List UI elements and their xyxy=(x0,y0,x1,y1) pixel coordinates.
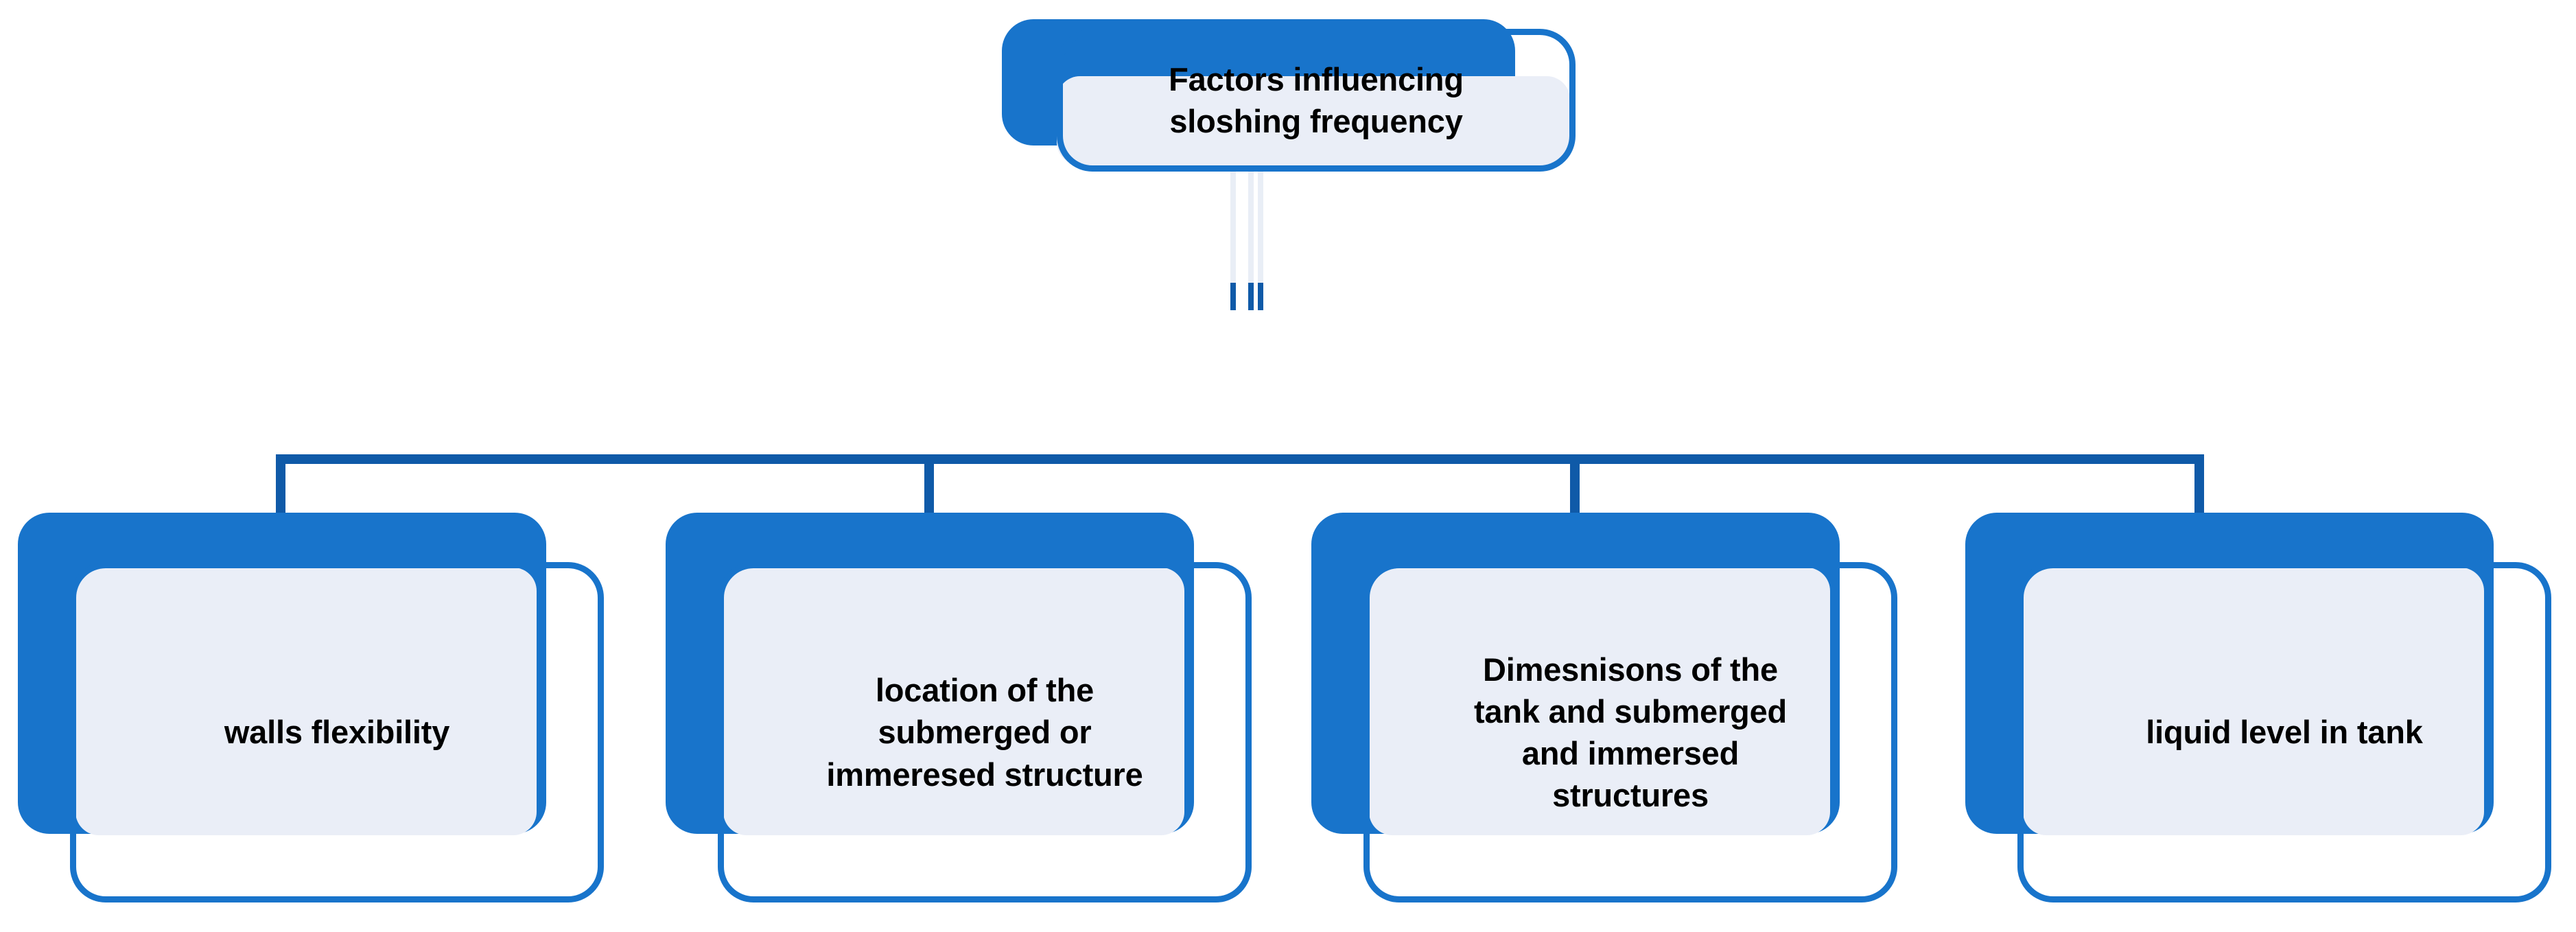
connector-drop-child-1 xyxy=(276,454,285,513)
connector-drop-child-3 xyxy=(1570,454,1580,513)
child-node-4[interactable]: liquid level in tank xyxy=(1947,513,2558,911)
child-node-3[interactable]: Dimesnisons of the tank and submerged an… xyxy=(1293,513,1904,911)
connector-drop-child-2 xyxy=(924,454,934,513)
root-node-fill-plate xyxy=(1057,76,1570,165)
root-connector-drop-right xyxy=(1258,283,1263,310)
child-node-1-fill-plate xyxy=(75,568,537,835)
connector-drop-child-4 xyxy=(2194,454,2204,513)
child-node-3-fill-plate xyxy=(1369,568,1830,835)
child-node-3-outline-plate[interactable] xyxy=(1363,562,1897,902)
root-connector-stub-left xyxy=(1230,172,1236,283)
child-node-4-outline-plate[interactable] xyxy=(2017,562,2551,902)
root-node-outline-plate[interactable] xyxy=(1057,29,1576,172)
child-node-2-outline-plate[interactable] xyxy=(718,562,1252,902)
root-connector-stub-mid xyxy=(1248,172,1254,283)
root-connector-drop-left xyxy=(1230,283,1236,310)
child-node-1-outline-plate[interactable] xyxy=(70,562,604,902)
root-connector-drop-mid xyxy=(1248,283,1254,310)
root-node[interactable]: Factors influencing sloshing frequency xyxy=(1002,19,1578,172)
connector-bus-horizontal xyxy=(276,454,2204,464)
child-node-2[interactable]: location of the submerged or immeresed s… xyxy=(648,513,1258,911)
root-connector-stub-right xyxy=(1258,172,1263,283)
child-node-4-fill-plate xyxy=(2023,568,2484,835)
child-node-1[interactable]: walls flexibility xyxy=(0,513,611,911)
child-node-2-fill-plate xyxy=(723,568,1184,835)
